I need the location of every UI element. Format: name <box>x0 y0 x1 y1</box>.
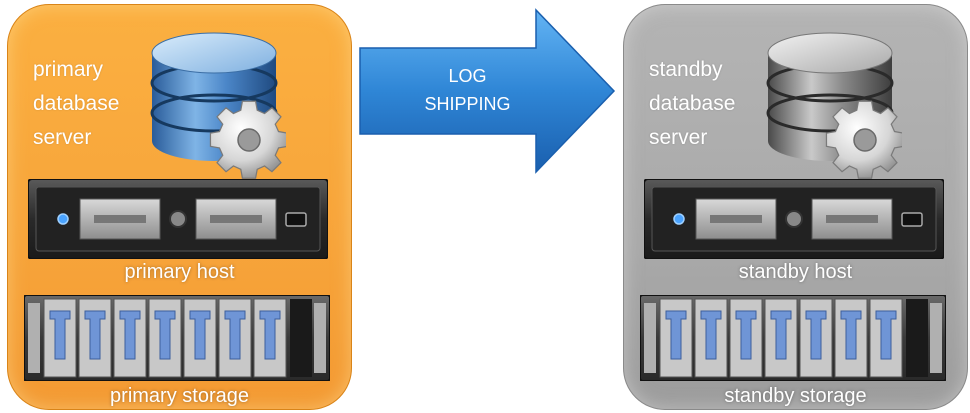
gear-icon <box>209 100 286 179</box>
server-rack-icon <box>644 179 944 259</box>
right-arrow-icon <box>359 8 616 174</box>
primary-storage-label: primary storage <box>110 385 249 407</box>
standby-label-line-2: database <box>649 92 736 115</box>
arrow-label-line-2: SHIPPING <box>424 94 511 114</box>
arrow-label-line-1: LOG <box>448 66 487 86</box>
standby-label-line-3: server <box>649 126 708 149</box>
standby-label-line-1: standby <box>649 58 723 81</box>
primary-host-label: primary host <box>124 261 235 283</box>
storage-array-icon <box>24 295 330 381</box>
standby-host-label: standby host <box>738 261 853 283</box>
database-icon <box>766 32 902 179</box>
primary-server-label: primary database server <box>33 53 119 155</box>
standby-database-server-panel: standby database server standby host <box>623 4 968 410</box>
database-icon <box>150 32 286 179</box>
primary-label-line-2: database <box>33 92 120 115</box>
standby-server-label: standby database server <box>649 53 735 155</box>
standby-storage-label: standby storage <box>724 385 867 407</box>
primary-database-server-panel: primary database server primary host <box>7 4 352 410</box>
log-shipping-label: LOG SHIPPING <box>385 62 550 118</box>
storage-array-icon <box>640 295 946 381</box>
primary-label-line-3: server <box>33 126 92 149</box>
server-rack-icon <box>28 179 328 259</box>
gear-icon <box>825 100 902 179</box>
primary-label-line-1: primary <box>33 58 104 81</box>
